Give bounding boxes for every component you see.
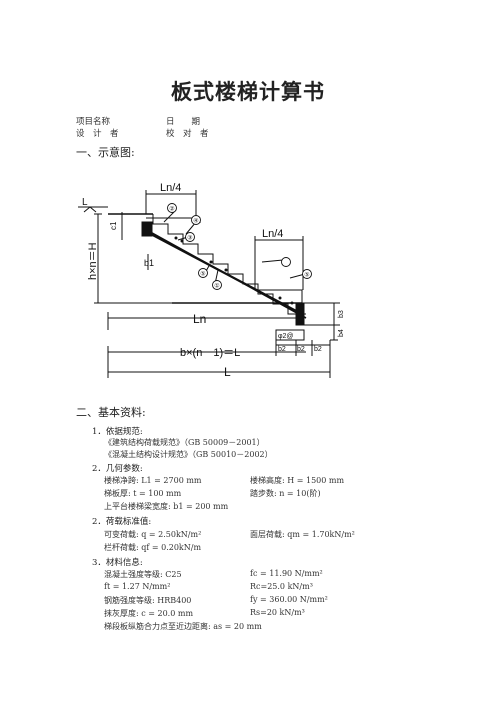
rebar-callout-2 (167, 203, 177, 213)
steel-fy: fy = 360.00 N/mm² (250, 595, 328, 604)
step-count: 踏步数: n = 10(阶) (250, 489, 321, 498)
checker-label: 校 对 者 (166, 129, 209, 139)
concrete-grade: 混凝土强度等级: C25 (104, 570, 182, 579)
ln4-label: Ln/4 (160, 182, 181, 194)
steel-grade: 钢筋强度等级: HRB400 (104, 596, 192, 605)
rebar-callout-5a (198, 268, 208, 278)
section-diagram-heading: 一、示意图: (76, 146, 135, 159)
rebar-label-2: ② (169, 206, 174, 213)
bn-label: b×(n－1)＝L (180, 347, 240, 359)
loads-heading: 2．荷载标准值: (92, 517, 152, 527)
materials-heading: 3．材料信息: (92, 558, 143, 568)
b2-label-right: b2 (314, 346, 322, 353)
rail-load: 栏杆荷载: qf = 0.20kN/m (104, 543, 202, 552)
page-title: 板式楼梯计算书 (171, 80, 325, 104)
rebar-callout-5c (302, 269, 312, 279)
phi-label: φ2@ (278, 333, 294, 340)
rebar-label-4: ④ (193, 218, 198, 225)
plaster-thickness: 抹灰厚度: c = 20.0 mm (104, 609, 194, 618)
b3-label: b3 (338, 310, 345, 318)
ln-label: Ln (193, 312, 206, 326)
rebar-callout-1 (212, 280, 222, 290)
stair-span: 楼梯净跨: L1 = 2700 mm (104, 476, 202, 485)
rebar-callout-3 (185, 232, 195, 242)
slab-thickness: 梯板厚: t = 100 mm (104, 489, 182, 498)
code-load: 《建筑结构荷载规范》（GB 50009－2001） (104, 438, 265, 447)
b2-label-left: b2 (278, 346, 286, 353)
ln4b-label: Ln/4 (262, 228, 283, 240)
lower-beam (295, 302, 305, 326)
b1-label: b1 (144, 258, 154, 268)
finish-load: 面层荷载: qm = 1.70kN/m² (250, 530, 355, 539)
phi-box (275, 329, 305, 341)
date-label: 日 期 (166, 117, 201, 127)
code-concrete: 《混凝土结构设计规范》（GB 50010－2002） (104, 450, 273, 459)
project-name-label: 项目名称 (76, 117, 111, 127)
designer-label: 设 计 者 (76, 129, 119, 139)
rebar-label-1: ① (214, 283, 219, 290)
geometry-heading: 2．几何参数: (92, 464, 143, 474)
codes-heading: 1．依据规范: (92, 427, 143, 437)
l-mark-label: L (82, 197, 88, 208)
rebar-callout-4 (191, 215, 201, 225)
lower-neg-rebar (256, 289, 303, 306)
beam-width: 上平台楼梯梁宽度: b1 = 200 mm (104, 502, 229, 511)
bottom-rebar (146, 231, 301, 314)
live-load: 可变荷载: q = 2.50kN/m² (104, 530, 202, 539)
c1-label: c1 (109, 221, 118, 230)
concrete-ft: ft = 1.27 N/mm² (104, 582, 171, 591)
section-basic-heading: 二、基本资料: (76, 406, 146, 419)
rebar-label-5a: ⑤ (200, 271, 205, 278)
level-marker-icon (83, 206, 97, 213)
b4-label: b4 (338, 329, 345, 337)
rebar-label-3: ③ (187, 235, 192, 242)
stair-height: 楼梯高度: H = 1500 mm (250, 476, 345, 485)
rebar-label-5b: ⑤ (304, 272, 309, 279)
rebar-cover: 梯段板纵筋合力点至近边距离: as = 20 mm (104, 622, 262, 631)
hn-label: h×n＝H (87, 242, 99, 280)
concrete-density: Rc=25.0 kN/m³ (250, 582, 313, 591)
b2-label-mid: b2 (297, 346, 305, 353)
l-label: L (224, 365, 231, 379)
concrete-fc: fc = 11.90 N/mm² (250, 569, 323, 578)
upper-beam (141, 221, 153, 237)
plaster-density: Rs=20 kN/m³ (250, 608, 305, 617)
rebar-callout-5b (281, 257, 291, 267)
